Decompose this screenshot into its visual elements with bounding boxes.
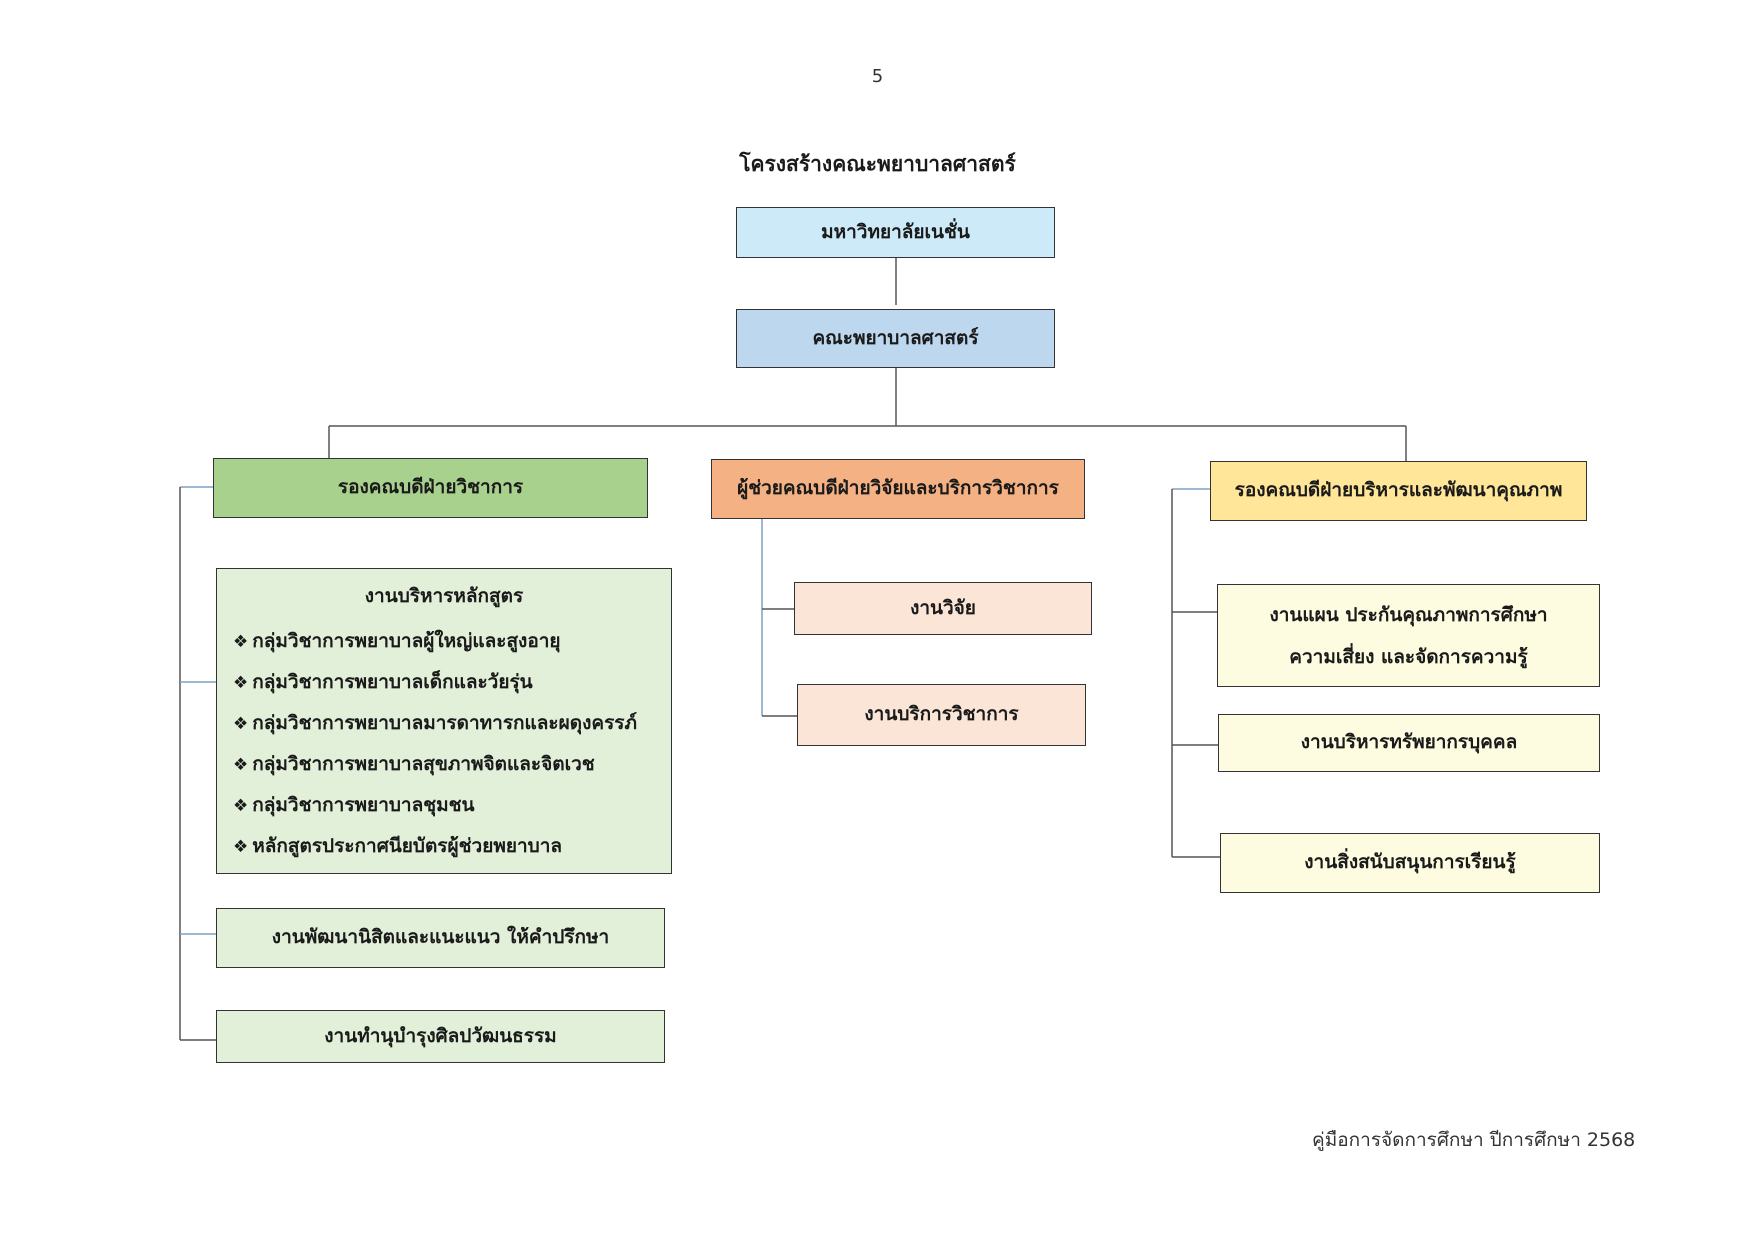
node-admin-vice-dean: รองคณบดีฝ่ายบริหารและพัฒนาคุณภาพ [1210,461,1587,521]
unit-student-development: งานพัฒนานิสิตและแนะแนว ให้คำปรึกษา [216,908,665,968]
unit-research: งานวิจัย [794,582,1092,635]
unit-learning-support-label: งานสิ่งสนับสนุนการเรียนรู้ [1304,851,1516,874]
unit-academic-service: งานบริการวิชาการ [797,684,1086,746]
unit-planning-quality-line1: งานแผน ประกันคุณภาพการศึกษา [1269,603,1548,626]
diamond-bullet-icon: ❖ [233,714,249,734]
node-academic-vice-dean-label: รองคณบดีฝ่ายวิชาการ [337,476,524,499]
curriculum-group-item: ❖กลุ่มวิชาการพยาบาลสุขภาพจิตและจิตเวช [233,753,595,775]
node-academic-vice-dean: รองคณบดีฝ่ายวิชาการ [213,458,648,518]
node-university: มหาวิทยาลัยเนชั่น [736,207,1055,258]
node-research-assistant-dean-label: ผู้ช่วยคณบดีฝ่ายวิจัยและบริการวิชาการ [737,477,1059,500]
unit-culture: งานทำนุบำรุงศิลปวัฒนธรรม [216,1010,665,1063]
node-faculty: คณะพยาบาลศาสตร์ [736,309,1055,368]
node-research-assistant-dean: ผู้ช่วยคณบดีฝ่ายวิจัยและบริการวิชาการ [711,459,1085,519]
unit-research-label: งานวิจัย [910,596,976,619]
diamond-bullet-icon: ❖ [233,673,249,693]
unit-planning-quality-line2: ความเสี่ยง และจัดการความรู้ [1289,645,1528,668]
unit-culture-label: งานทำนุบำรุงศิลปวัฒนธรรม [324,1024,557,1047]
node-faculty-label: คณะพยาบาลศาสตร์ [812,326,979,349]
curriculum-group-item: ❖หลักสูตรประกาศนียบัตรผู้ช่วยพยาบาล [233,835,563,857]
node-university-label: มหาวิทยาลัยเนชั่น [821,220,970,243]
unit-curriculum: งานบริหารหลักสูตร ❖กลุ่มวิชาการพยาบาลผู้… [216,568,672,874]
diamond-bullet-icon: ❖ [233,837,249,857]
unit-learning-support: งานสิ่งสนับสนุนการเรียนรู้ [1220,833,1600,893]
unit-student-development-label: งานพัฒนานิสิตและแนะแนว ให้คำปรึกษา [271,926,610,949]
unit-planning-quality: งานแผน ประกันคุณภาพการศึกษา ความเสี่ยง แ… [1217,584,1600,687]
diamond-bullet-icon: ❖ [233,755,249,775]
curriculum-group-item: ❖กลุ่มวิชาการพยาบาลมารดาทารกและผดุงครรภ์ [233,712,638,734]
curriculum-group-item: ❖กลุ่มวิชาการพยาบาลชุมชน [233,794,475,816]
page-title: โครงสร้างคณะพยาบาลศาสตร์ [739,152,1016,176]
curriculum-group-item: ❖กลุ่มวิชาการพยาบาลผู้ใหญ่และสูงอายุ [233,630,561,652]
node-admin-vice-dean-label: รองคณบดีฝ่ายบริหารและพัฒนาคุณภาพ [1234,479,1563,502]
diamond-bullet-icon: ❖ [233,632,249,652]
unit-human-resources-label: งานบริหารทรัพยากรบุคคล [1300,731,1518,754]
page-number: 5 [871,66,884,87]
unit-academic-service-label: งานบริการวิชาการ [864,703,1019,726]
unit-curriculum-title: งานบริหารหลักสูตร [364,585,524,607]
unit-human-resources: งานบริหารทรัพยากรบุคคล [1218,714,1600,772]
diamond-bullet-icon: ❖ [233,796,249,816]
curriculum-group-list: ❖กลุ่มวิชาการพยาบาลผู้ใหญ่และสูงอายุ ❖กล… [233,621,671,867]
curriculum-group-item: ❖กลุ่มวิชาการพยาบาลเด็กและวัยรุ่น [233,671,533,693]
page-footer: คู่มือการจัดการศึกษา ปีการศึกษา 2568 [1312,1129,1636,1151]
